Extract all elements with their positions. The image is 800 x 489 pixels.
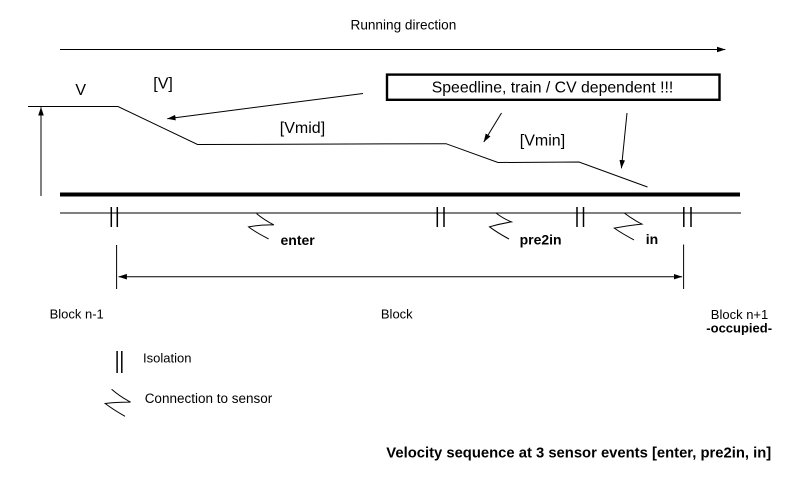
svg-text:Connection to sensor: Connection to sensor: [145, 391, 273, 406]
svg-text:Isolation: Isolation: [143, 351, 191, 366]
svg-text:pre2in: pre2in: [520, 231, 562, 247]
svg-text:enter: enter: [281, 232, 316, 248]
svg-text:-occupied-: -occupied-: [706, 321, 772, 336]
svg-text:[Vmin]: [Vmin]: [520, 132, 565, 149]
svg-text:in: in: [646, 231, 658, 247]
svg-text:[Vmid]: [Vmid]: [280, 120, 325, 137]
svg-text:Block: Block: [381, 307, 413, 322]
svg-text:Block n-1: Block n-1: [50, 307, 104, 322]
svg-text:Velocity sequence at 3 sensor: Velocity sequence at 3 sensor events [en…: [386, 446, 771, 462]
svg-text:[V]: [V]: [153, 76, 173, 93]
svg-text:Running direction: Running direction: [351, 18, 457, 33]
svg-text:Block n+1: Block n+1: [711, 307, 768, 322]
svg-text:Speedline, train / CV dependen: Speedline, train / CV dependent !!!: [432, 79, 674, 96]
svg-text:V: V: [75, 82, 86, 99]
